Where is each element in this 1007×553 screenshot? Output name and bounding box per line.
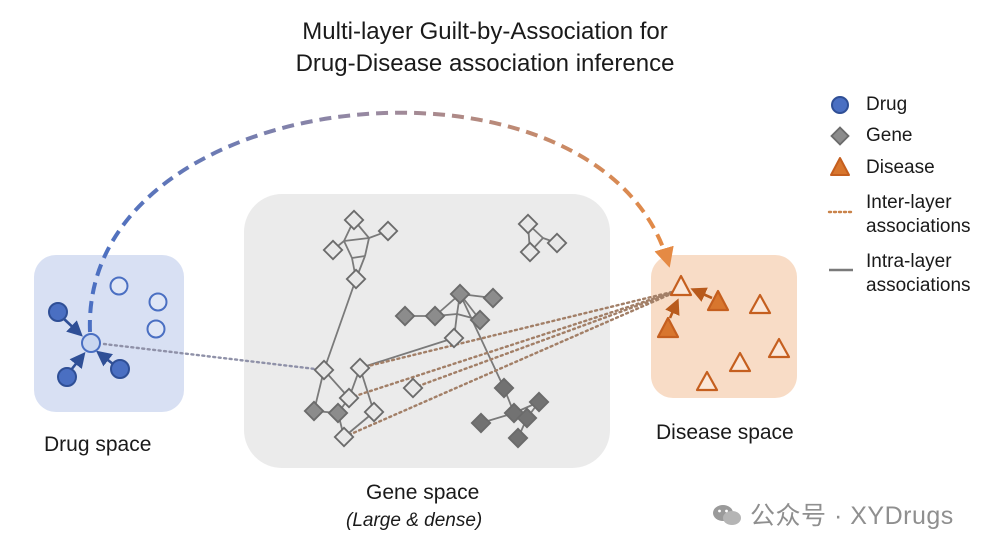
legend-intra-line1: Intra-layer (866, 251, 952, 272)
drug-space-label: Drug space (44, 433, 152, 456)
gene-node (528, 391, 550, 413)
gene-node (443, 327, 465, 349)
gene-node (507, 427, 529, 449)
gene-node (303, 400, 325, 422)
drug-nodes (48, 276, 168, 387)
gene-node (322, 239, 344, 261)
disease-node (656, 316, 680, 339)
gene-node (469, 309, 491, 331)
gene-node (313, 359, 335, 381)
legend-drug-icon (831, 96, 849, 114)
disease-nodes (656, 274, 791, 392)
disease-node (767, 337, 791, 359)
gene-node (546, 232, 568, 254)
disease-node (706, 289, 730, 312)
watermark: 公众号 · XYDrugs (712, 496, 954, 532)
wechat-icon (713, 505, 741, 525)
gene-node (394, 305, 416, 327)
gene-space-label: Gene space (366, 481, 480, 504)
gene-node (424, 305, 446, 327)
drug-node (148, 292, 168, 312)
gene-node (470, 412, 492, 434)
legend-gene-label: Gene (866, 125, 913, 146)
gene-node (363, 401, 385, 423)
drug-node-query (81, 333, 101, 353)
title-line-1: Multi-layer Guilt-by-Association for (302, 18, 668, 45)
gene-node (482, 287, 504, 309)
legend-inter-line2: associations (866, 216, 971, 237)
drug-node (48, 302, 68, 322)
gene-node (517, 213, 539, 235)
disease-node (748, 293, 772, 315)
drug-node (57, 367, 77, 387)
inter-layer-edges (102, 288, 682, 439)
legend-disease-icon (830, 157, 850, 176)
drug-intra-arrows (62, 317, 114, 371)
gene-node (345, 268, 367, 290)
disease-node (695, 370, 719, 392)
drug-node (109, 276, 129, 296)
gene-node (333, 426, 355, 448)
legend-inter-line1: Inter-layer (866, 192, 952, 213)
disease-intra-arrows (665, 287, 713, 319)
gene-space-sublabel: (Large & dense) (346, 510, 483, 531)
drug-node (146, 319, 166, 339)
legend-intra-line2: associations (866, 275, 971, 296)
gene-node (493, 377, 515, 399)
gene-node (343, 209, 365, 231)
gene-node (519, 241, 541, 263)
gene-node (327, 402, 349, 424)
legend-gene-icon (830, 126, 850, 146)
legend-disease-label: Disease (866, 157, 935, 178)
gene-nodes (303, 209, 568, 449)
watermark-text: 公众号 · XYDrugs (750, 502, 954, 530)
legend-inter-label: Inter-layer associations (866, 191, 971, 239)
gene-space-panel (244, 194, 610, 468)
disease-node-target (669, 274, 693, 297)
legend-intra-label: Intra-layer associations (866, 250, 971, 298)
gene-node (516, 407, 538, 429)
legend-drug-label: Drug (866, 94, 908, 115)
gene-node (377, 220, 399, 242)
legend-symbols (827, 96, 855, 272)
inference-arc (87, 110, 674, 333)
gene-node (349, 357, 371, 379)
title-line-2: Drug-Disease association inference (295, 50, 675, 77)
disease-space-label: Disease space (656, 421, 794, 444)
gene-node (338, 387, 360, 409)
gene-node (449, 283, 471, 305)
gene-node (402, 377, 424, 399)
disease-node (728, 351, 752, 373)
diagram-title: Multi-layer Guilt-by-Association for Dru… (0, 16, 970, 80)
drug-node (110, 359, 130, 379)
